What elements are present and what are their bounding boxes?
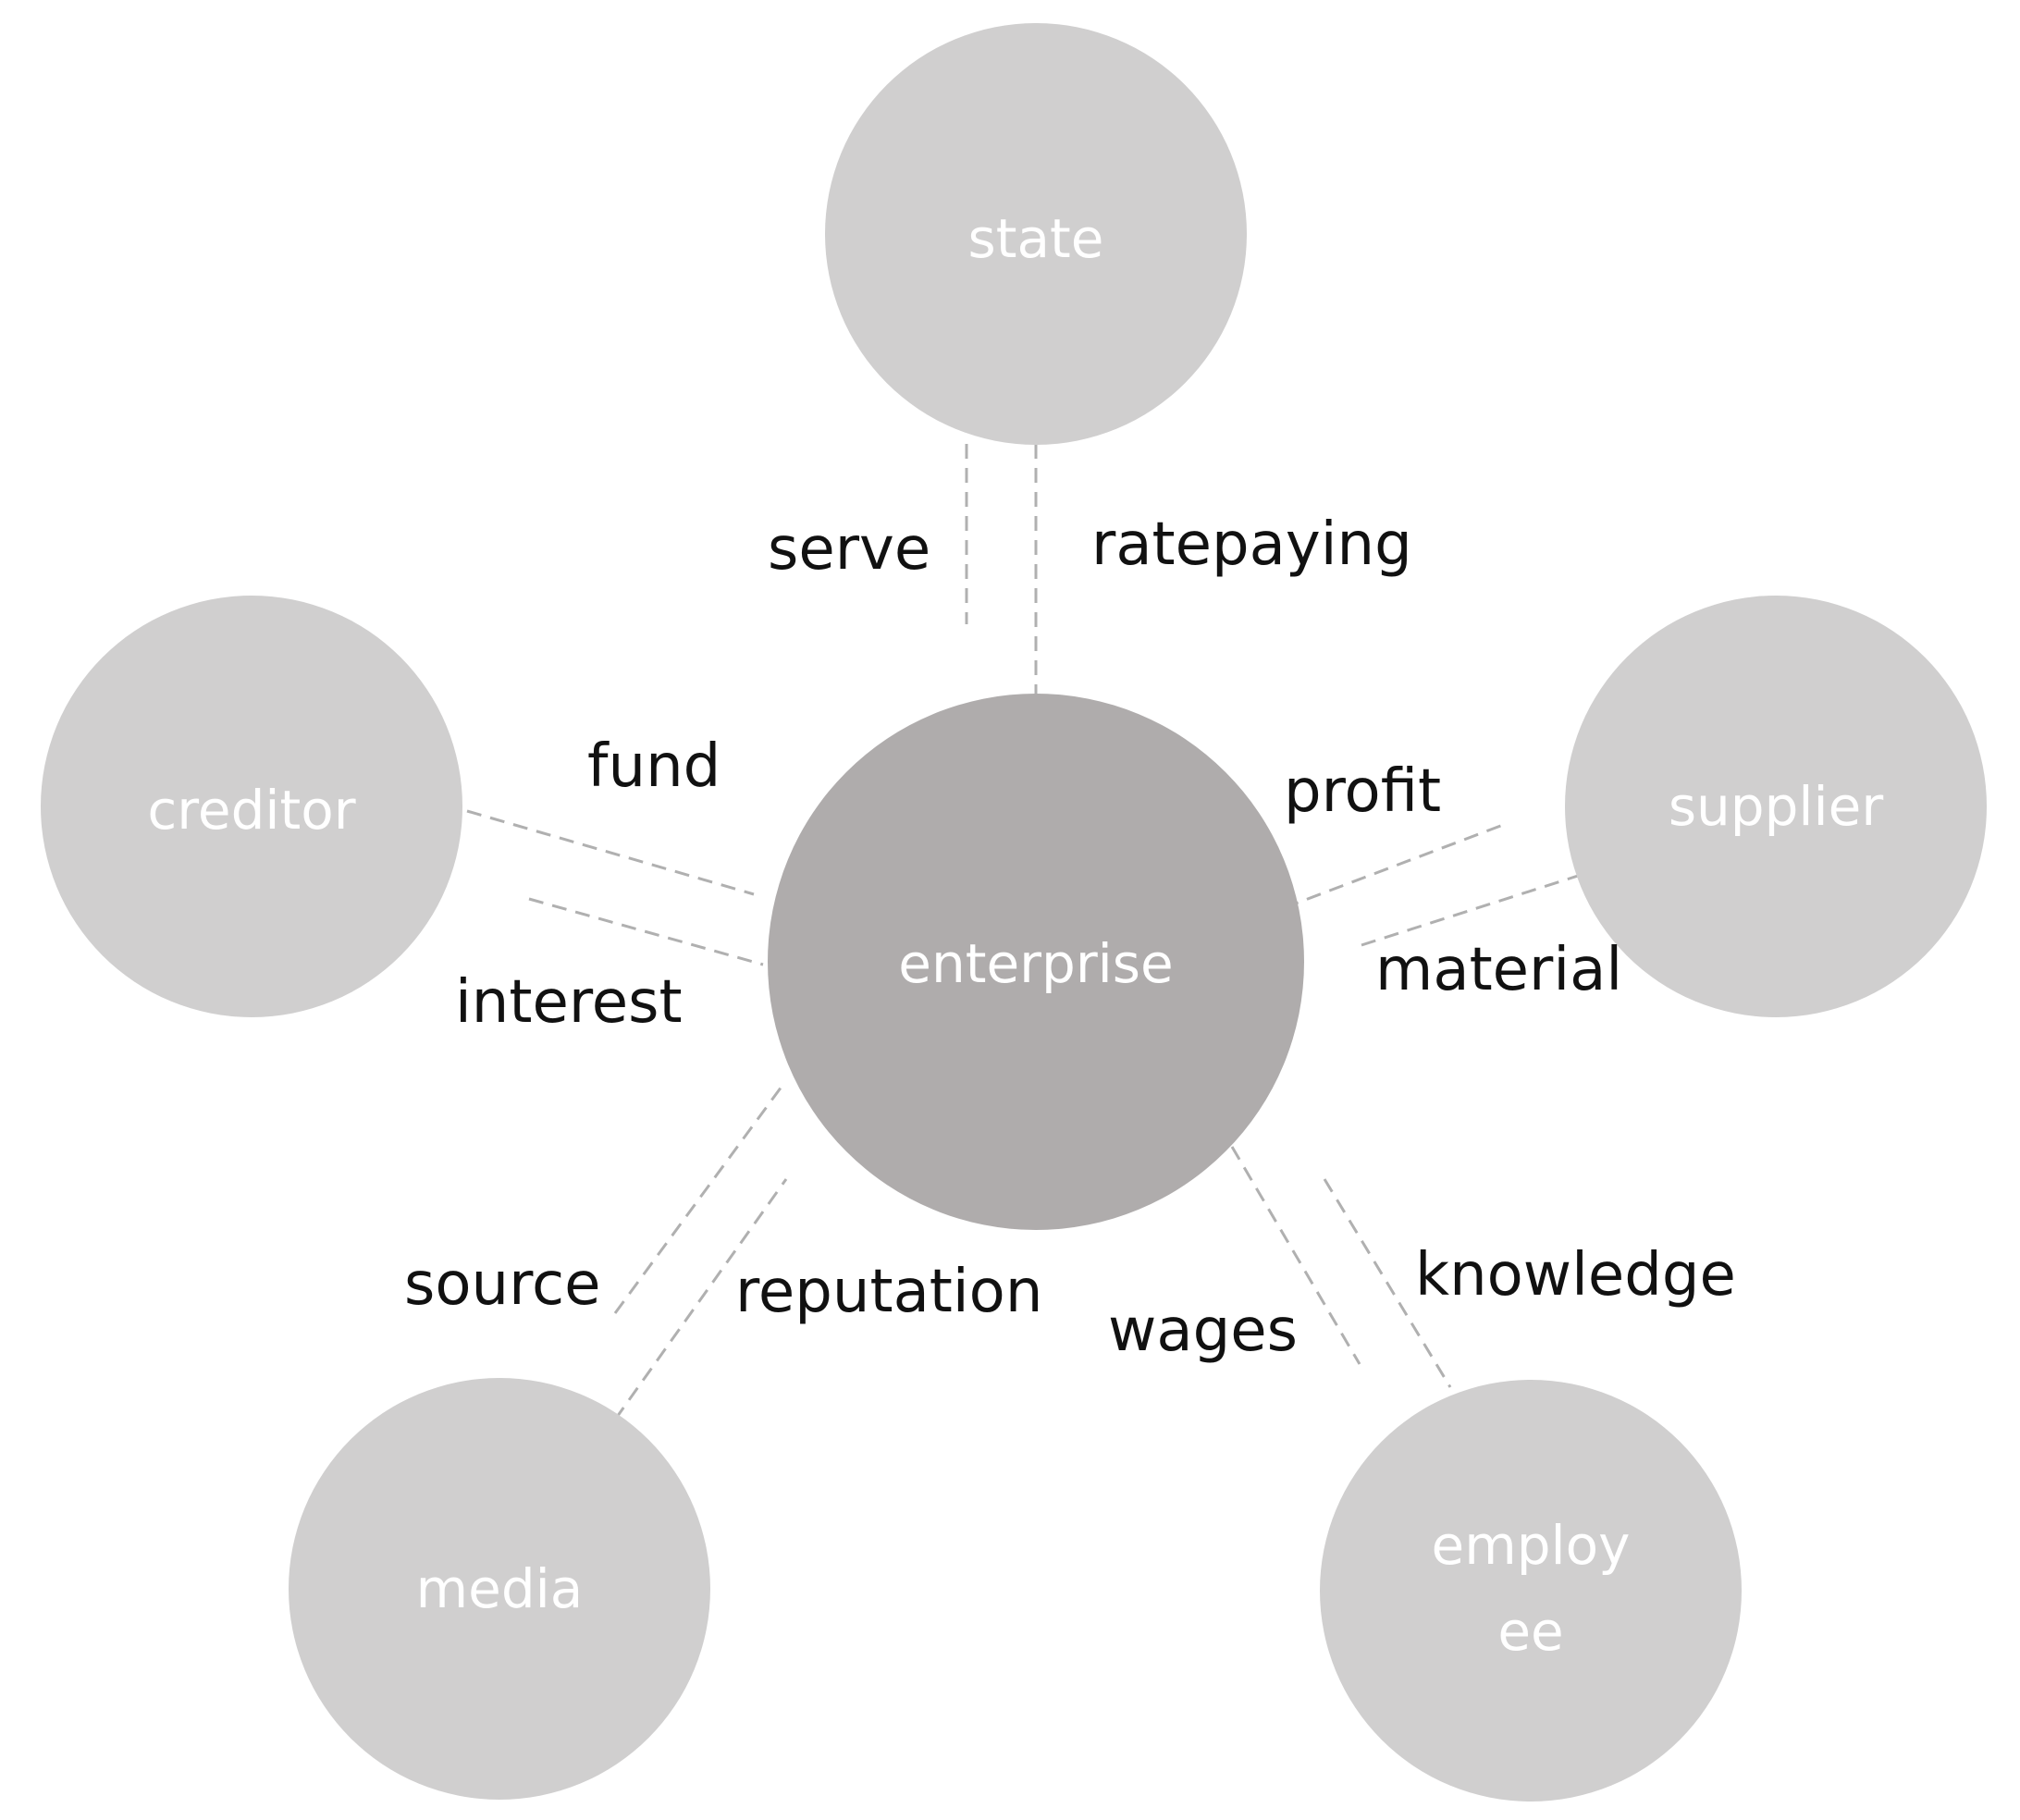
node-supplier-circle (1565, 596, 1987, 1017)
node-media-label: media (416, 1557, 584, 1620)
relation-wages: wages (1108, 1297, 1298, 1365)
connector-supplier-material (1361, 867, 1599, 947)
connectors (466, 444, 1599, 1420)
node-state-label: state (968, 207, 1104, 270)
connector-media-reputation (613, 1178, 788, 1420)
node-supplier-label: supplier (1669, 775, 1884, 838)
connector-employee-wages (1230, 1146, 1361, 1365)
node-state: state (825, 23, 1247, 445)
connector-creditor-interest (528, 897, 764, 966)
node-creditor-circle (41, 596, 462, 1017)
relation-reputation: reputation (735, 1258, 1042, 1326)
relation-source: source (404, 1250, 601, 1319)
node-state-circle (825, 23, 1247, 445)
node-center-label: enterprise (898, 932, 1173, 995)
node-center: enterprise (768, 694, 1304, 1230)
relation-knowledge: knowledge (1415, 1241, 1736, 1310)
relation-fund: fund (587, 732, 721, 801)
connector-creditor-fund (466, 809, 755, 896)
relation-interest: interest (455, 968, 683, 1037)
relation-profit: profit (1284, 757, 1441, 826)
relation-ratepaying: ratepaying (1091, 510, 1412, 579)
node-creditor-label: creditor (147, 779, 355, 842)
node-supplier: supplier (1565, 596, 1987, 1017)
relation-serve: serve (768, 515, 930, 584)
node-center-circle (768, 694, 1304, 1230)
node-employee: employ ee (1320, 1380, 1742, 1802)
node-creditor: creditor (41, 596, 462, 1017)
relation-material: material (1375, 936, 1622, 1004)
node-media-circle (289, 1378, 710, 1800)
node-employee-label-line2: ee (1497, 1600, 1563, 1663)
relation-labels: serve ratepaying fund interest profit ma… (404, 510, 1736, 1365)
node-employee-circle (1320, 1380, 1742, 1802)
node-employee-label-line1: employ (1432, 1514, 1631, 1577)
connector-employee-knowledge (1323, 1178, 1452, 1388)
node-media: media (289, 1378, 710, 1800)
